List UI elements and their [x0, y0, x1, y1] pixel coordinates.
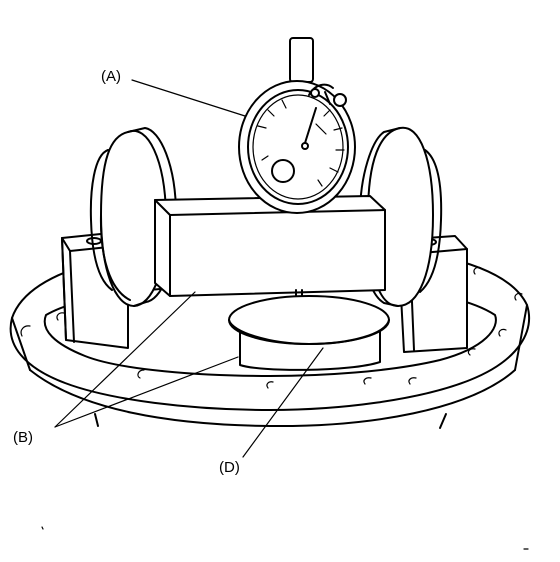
dial-indicator	[238, 80, 356, 214]
callout-label-a: (A)	[101, 68, 121, 85]
leader-line-b1	[54, 291, 196, 428]
callout-label-b: (B)	[13, 429, 33, 446]
callout-label-d: (D)	[219, 459, 240, 476]
leader-line-a	[131, 79, 246, 117]
leader-line-b2	[54, 356, 239, 428]
leader-line-d	[242, 347, 324, 458]
center-shaft-bar	[154, 195, 386, 297]
stray-mark-1	[41, 526, 44, 530]
round-pad	[228, 295, 390, 371]
